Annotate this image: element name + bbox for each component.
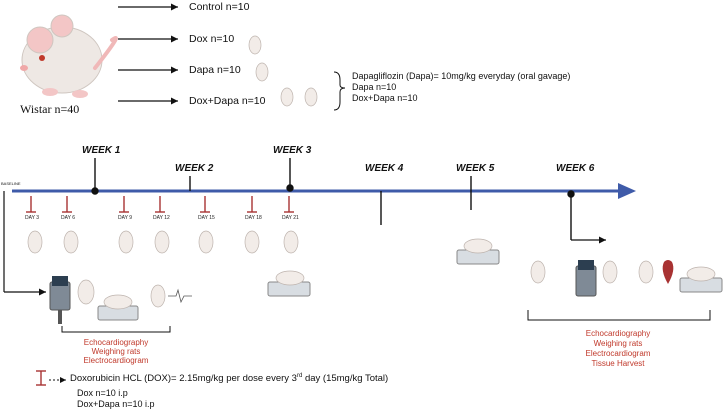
group-label-dapa: Dapa n=10	[189, 64, 241, 76]
final-measures: Echocardiography Weighing rats Electroca…	[568, 329, 668, 369]
day-9-label: DAY 9	[118, 215, 132, 221]
baseline-measure-ecg: Electrocardiogram	[83, 356, 149, 365]
dapa-note-line1: Dapagliflozin (Dapa)= 10mg/kg everyday (…	[352, 71, 571, 81]
day-3-label: DAY 3	[25, 215, 39, 221]
weighing-scale-icon	[97, 294, 139, 321]
day-12-label: DAY 12	[153, 215, 170, 221]
week-3-label: WEEK 3	[273, 145, 312, 156]
week5-scale-icon	[456, 238, 500, 265]
baseline-measures: Echocardiography Weighing rats Electroca…	[66, 338, 166, 365]
day-6-label: DAY 6	[61, 215, 75, 221]
timeline-start-label: BASELINE	[1, 181, 21, 186]
week-1-label: WEEK 1	[82, 145, 121, 156]
group-label-dox-dapa: Dox+Dapa n=10	[189, 95, 266, 107]
dox-legend-line1: Doxorubicin HCL (DOX)= 2.15mg/kg per dos…	[70, 373, 388, 384]
group-label-control: Control n=10	[189, 1, 250, 13]
baseline-measure-echo: Echocardiography	[83, 338, 149, 347]
baseline-bracket	[61, 326, 171, 333]
day-18-label: DAY 18	[245, 215, 262, 221]
week-2-label: WEEK 2	[175, 163, 214, 174]
baseline-arrow	[3, 191, 46, 296]
final-measure-echo: Echocardiography	[585, 329, 651, 338]
dapa-brace	[333, 71, 346, 111]
dox-injection-markers	[26, 196, 294, 213]
final-measure-ecg: Electrocardiogram	[585, 349, 651, 358]
week-5-label: WEEK 5	[456, 163, 495, 174]
final-measure-harvest: Tissue Harvest	[591, 359, 645, 368]
dapa-note-line2: Dapa n=10	[352, 82, 397, 92]
group-label-dox: Dox n=10	[189, 33, 235, 45]
dox-legend-text-end: day (15mg/kg Total)	[302, 373, 389, 385]
week-4-label: WEEK 4	[365, 163, 404, 174]
wistar-label: Wistar n=40	[20, 102, 80, 116]
day-15-label: DAY 15	[198, 215, 215, 221]
day-rat-icons	[27, 230, 299, 254]
dapa-note: Dapagliflozin (Dapa)= 10mg/kg everyday (…	[352, 71, 570, 104]
final-bracket	[527, 310, 711, 321]
ecg-rat-icon	[150, 284, 192, 308]
week-6-label: WEEK 6	[556, 163, 595, 174]
week-ticks	[91, 158, 575, 240]
baseline-rat-icon	[77, 279, 95, 305]
dox-legend-superscript: rd	[296, 373, 303, 379]
group-arrows	[118, 3, 178, 105]
final-measure-weigh: Weighing rats	[593, 339, 643, 348]
wistar-rat-icon	[20, 14, 118, 98]
dapa-note-line3: Dox+Dapa n=10	[352, 93, 418, 103]
dox-legend-text: Doxorubicin HCL (DOX)= 2.15mg/kg per dos…	[70, 373, 297, 385]
day-21-label: DAY 21	[282, 215, 299, 221]
timeline	[12, 183, 636, 199]
baseline-measure-weigh: Weighing rats	[91, 347, 141, 356]
dox-legend-group-dox: Dox n=10 i.p	[77, 388, 128, 398]
group-rat-icons	[248, 35, 318, 107]
echocardiography-machine-icon	[49, 276, 71, 324]
week3-scale-icon	[267, 270, 311, 297]
dox-legend-group-doxdapa: Dox+Dapa n=10 i.p	[77, 399, 155, 409]
legend-injection-marker	[36, 370, 46, 386]
final-equipment-icons	[530, 260, 723, 297]
